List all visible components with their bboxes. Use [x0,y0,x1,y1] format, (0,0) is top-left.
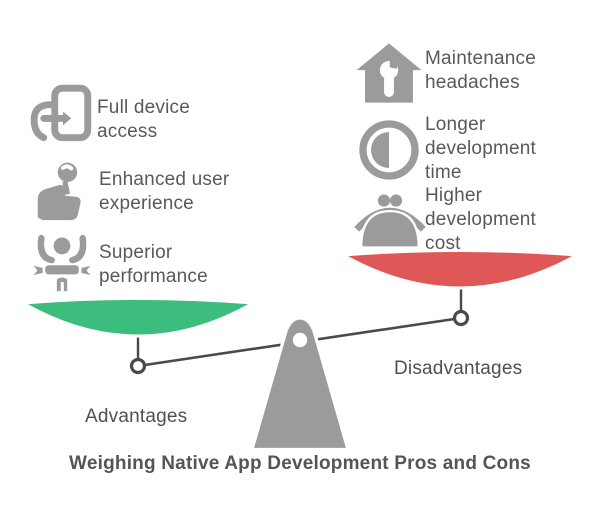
disadvantage-item-text: Longer development time [425,114,536,183]
winner-person-icon [31,234,93,294]
thumbs-up-icon [30,160,92,226]
advantages-label: Advantages [85,406,188,427]
advantage-item-text: Full device access [97,97,191,142]
disadvantages-label: Disadvantages [394,358,523,379]
advantage-item-text: Enhanced user experience [99,169,230,214]
contrast-circle-icon [357,118,421,182]
coin-purse-icon [352,193,428,249]
advantages-beam-ring [129,357,147,375]
diagram-title: Weighing Native App Development Pros and… [69,453,531,474]
disadvantage-item-text: Higher development cost [425,185,536,254]
scale-fulcrum [250,316,350,452]
house-wrench-icon [355,42,423,104]
advantage-item-text: Superior performance [99,242,208,287]
advantages-pan [21,297,255,338]
disadvantage-item-text: Maintenance headaches [425,48,536,93]
fulcrum-hole [292,332,308,348]
disadvantages-pan [341,249,579,290]
device-in-hand-icon [30,84,96,150]
disadvantages-beam-ring [452,309,470,327]
